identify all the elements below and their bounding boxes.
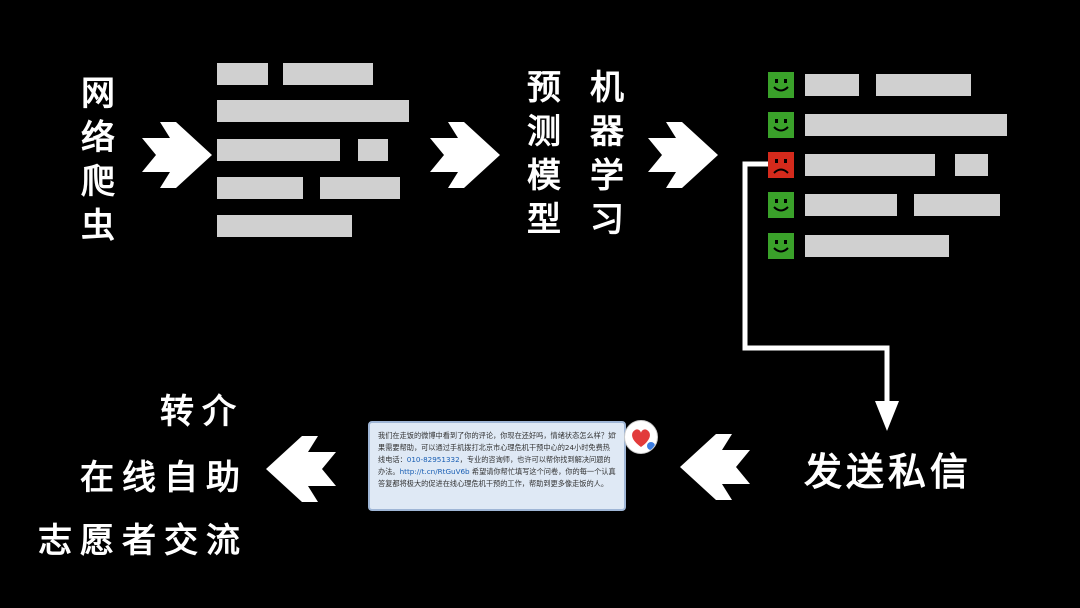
- arrow-left-icon: [266, 436, 336, 502]
- smile-icon: [768, 233, 794, 259]
- model-char: 学: [590, 156, 624, 196]
- private-message-box: ⌄ 我们在走饭的微博中看到了你的评论，你现在还好吗，情绪状态怎么样？如果需要帮助…: [368, 421, 626, 511]
- text-bar: [217, 177, 303, 199]
- message-text: ，专业的咨询师，也许可以帮你找到解决问题的办法。: [378, 455, 611, 476]
- model-char: 器: [590, 112, 624, 152]
- model-char: 预: [527, 68, 561, 108]
- model-label-left: 预 测 模 型: [522, 66, 566, 242]
- model-char: 测: [527, 112, 561, 152]
- text-bar: [876, 74, 971, 96]
- action-self-help: 在线自助: [80, 458, 248, 498]
- text-bar: [217, 139, 340, 161]
- text-bar: [320, 177, 400, 199]
- message-text: 我们在走饭的微博中看到了你的评论，你现在还好吗，情绪状态怎么样？如果需要帮助，可…: [378, 431, 616, 464]
- message-text: 希望请你帮忙填写这个问卷，你的每一个认真答复都将极大的促进在线心理危机干预的工作…: [378, 467, 616, 488]
- smile-icon: [768, 72, 794, 98]
- model-char: 机: [590, 68, 624, 108]
- frown-icon: [768, 152, 794, 178]
- text-bar: [805, 235, 949, 257]
- crawler-char: 络: [81, 118, 115, 158]
- crawler-char: 爬: [81, 162, 115, 202]
- arrow-right-icon: [142, 122, 212, 188]
- avatar-icon: [624, 420, 658, 454]
- text-bar: [805, 74, 859, 96]
- action-volunteer: 志愿者交流: [38, 521, 248, 561]
- arrow-right-icon: [648, 122, 718, 188]
- chevron-down-icon[interactable]: ⌄: [610, 428, 618, 438]
- text-bar: [805, 154, 935, 176]
- text-bar: [914, 194, 1000, 216]
- text-bar: [358, 139, 388, 161]
- text-bar: [217, 63, 268, 85]
- send-message-label: 发送私信: [804, 450, 973, 494]
- model-label-right: 机 器 学 习: [585, 66, 629, 242]
- crawler-label: 网 络 爬 虫: [76, 72, 120, 248]
- text-bar: [283, 63, 373, 85]
- text-bar: [805, 114, 1007, 136]
- smile-icon: [768, 112, 794, 138]
- arrow-left-icon: [680, 434, 750, 500]
- smile-icon: [768, 192, 794, 218]
- text-bar: [955, 154, 988, 176]
- hotline-phone: 010-82951332: [406, 455, 460, 464]
- model-char: 习: [590, 200, 624, 240]
- arrow-down-icon: [742, 161, 899, 431]
- model-char: 型: [527, 200, 561, 240]
- crawler-char: 网: [81, 74, 115, 114]
- survey-link[interactable]: http://t.cn/RtGuV6b: [399, 467, 470, 476]
- model-char: 模: [527, 156, 561, 196]
- action-referral: 转介: [160, 392, 244, 432]
- crawler-char: 虫: [81, 206, 115, 246]
- text-bar: [217, 100, 409, 122]
- text-bar: [805, 194, 897, 216]
- arrow-right-icon: [430, 122, 500, 188]
- text-bar: [217, 215, 352, 237]
